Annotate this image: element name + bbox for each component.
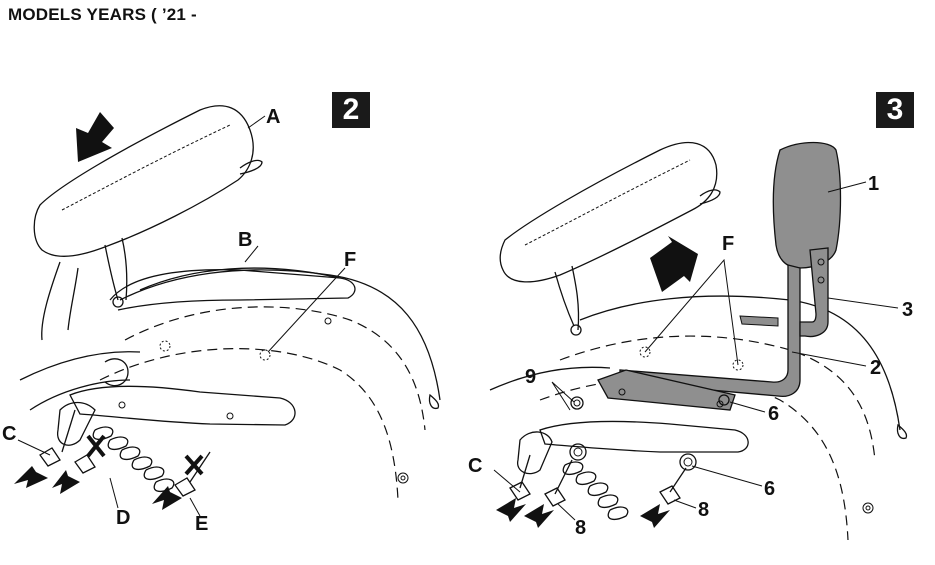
washers-bolts-3: [509, 394, 730, 507]
label-a: A: [266, 106, 280, 128]
arrow-c3-icon: [496, 498, 526, 522]
label-2: 2: [870, 357, 881, 379]
label-6b: 6: [764, 478, 775, 500]
install-arrow-icon: [650, 236, 698, 292]
label-8b: 8: [698, 499, 709, 521]
passenger-seat-2: [33, 105, 263, 341]
label-1: 1: [868, 173, 879, 195]
fixing-points-2: [159, 340, 271, 361]
backrest-frame: [597, 247, 829, 411]
lower-bracket-2: [69, 358, 296, 426]
grab-rail-b: [109, 269, 356, 311]
label-9: 9: [525, 366, 536, 388]
label-f-3: F: [722, 233, 734, 255]
label-d: D: [116, 507, 130, 529]
shock-spring-2: [57, 401, 175, 493]
step-badge-2: 2: [332, 92, 370, 128]
arrow-8a-icon: [524, 504, 554, 528]
arrow-c-icon: [14, 466, 48, 488]
fixing-points-3: [639, 346, 744, 371]
lift-arrow-icon: [76, 112, 114, 162]
bolts-2: [39, 409, 211, 497]
passenger-seat-3: [499, 141, 721, 336]
label-e: E: [195, 513, 208, 535]
page-title: MODELS YEARS ( ’21 -: [8, 5, 197, 24]
step-3-illustration: 1 3 2 F 9 6 6 C 8 8: [468, 141, 913, 541]
step-2-illustration: A B F C D E: [2, 105, 441, 535]
backrest-pad: [772, 141, 842, 269]
label-3: 3: [902, 299, 913, 321]
cross-mark-icon: [86, 434, 204, 476]
step-badge-3: 3: [876, 92, 914, 128]
label-f-2: F: [344, 249, 356, 271]
label-8a: 8: [575, 517, 586, 539]
rear-fender-2: [19, 267, 441, 501]
label-c-3: C: [468, 455, 482, 477]
label-b: B: [238, 229, 252, 251]
label-c-2: C: [2, 423, 16, 445]
arrow-8b-icon: [640, 504, 670, 528]
arrow-d-icon: [52, 470, 80, 494]
label-6a: 6: [768, 403, 779, 425]
arrow-e-icon: [152, 486, 182, 510]
